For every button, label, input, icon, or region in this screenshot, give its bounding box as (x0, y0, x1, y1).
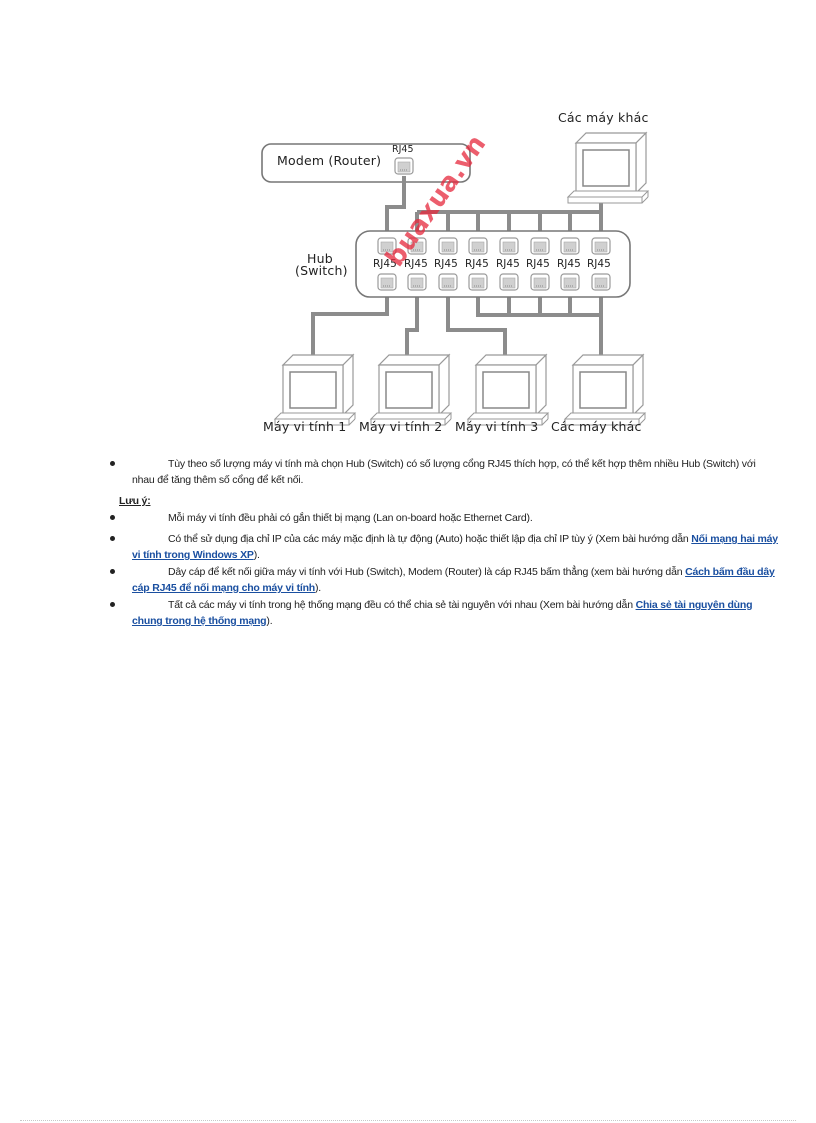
hub-port-label-8: RJ45 (587, 258, 611, 270)
hub-port-label-4: RJ45 (465, 258, 489, 270)
note-4-text-after: ). (266, 615, 273, 627)
note-4-text: Tất cả các máy vi tính trong hệ thống mạ… (168, 599, 636, 611)
hub-port-label-5: RJ45 (496, 258, 520, 270)
link-chia-se-tai-nguyen[interactable]: Chia sẻ tài nguyên dùng chung trong hệ t… (132, 599, 753, 627)
hub-port-label-2: RJ45 (404, 258, 428, 270)
hub-label-line2: (Switch) (295, 263, 348, 278)
bullet-icon (110, 515, 115, 520)
network-diagram-graphic (261, 132, 649, 426)
note-3-text: Dây cáp để kết nối giữa máy vi tính với … (168, 566, 686, 578)
hub-port-label-3: RJ45 (434, 258, 458, 270)
list-item-note-4: Tất cả các máy vi tính trong hệ thống mạ… (110, 597, 780, 629)
link-noi-mang-hai-may[interactable]: Nối mạng hai máy vi tính trong Windows X… (132, 533, 778, 561)
hub-label-line1: Hub (307, 251, 333, 266)
top-right-computer-label: Các máy khác (558, 110, 649, 125)
hub-port-label-7: RJ45 (557, 258, 581, 270)
modem-label: Modem (Router) (277, 153, 382, 168)
note-2-text-after: ). (253, 549, 260, 561)
note-1-text: Mỗi máy vi tính đều phải có gắn thiết bị… (168, 512, 533, 524)
hub-port-label-1: RJ45 (373, 258, 397, 270)
computer-label-1: Máy vi tính 1 (263, 419, 347, 434)
network-diagram: Các máy khác Modem (Router) RJ45 Hub (Sw… (0, 0, 816, 450)
computer-label-3: Máy vi tính 3 (455, 419, 539, 434)
note-2-text: Có thể sử dụng địa chỉ IP của các máy mặ… (168, 533, 692, 545)
computer-label-2: Máy vi tính 2 (359, 419, 443, 434)
bullet-icon (110, 536, 115, 541)
list-item-intro: Tùy theo số lượng máy vi tính mà chọn Hu… (110, 456, 780, 488)
bullet-icon (110, 569, 115, 574)
computer-label-4: Các máy khác (551, 419, 642, 434)
hub-port-label-6: RJ45 (526, 258, 550, 270)
modem-port-label: RJ45 (392, 144, 414, 155)
list-item-note-2: Có thể sử dụng địa chỉ IP của các máy mặ… (110, 531, 780, 563)
page-footer-divider (20, 1120, 796, 1121)
list-item-note-1: Mỗi máy vi tính đều phải có gắn thiết bị… (110, 510, 780, 526)
link-cach-bam-dau-day[interactable]: Cách bấm đầu dây cáp RJ45 để nối mạng ch… (132, 566, 775, 594)
list-item-note-3: Dây cáp để kết nối giữa máy vi tính với … (110, 564, 780, 596)
bullet-icon (110, 602, 115, 607)
intro-text: Tùy theo số lượng máy vi tính mà chọn Hu… (132, 458, 756, 486)
note-heading: Lưu ý: (119, 495, 151, 507)
note-3-text-after: ). (315, 582, 322, 594)
bullet-icon (110, 461, 115, 466)
